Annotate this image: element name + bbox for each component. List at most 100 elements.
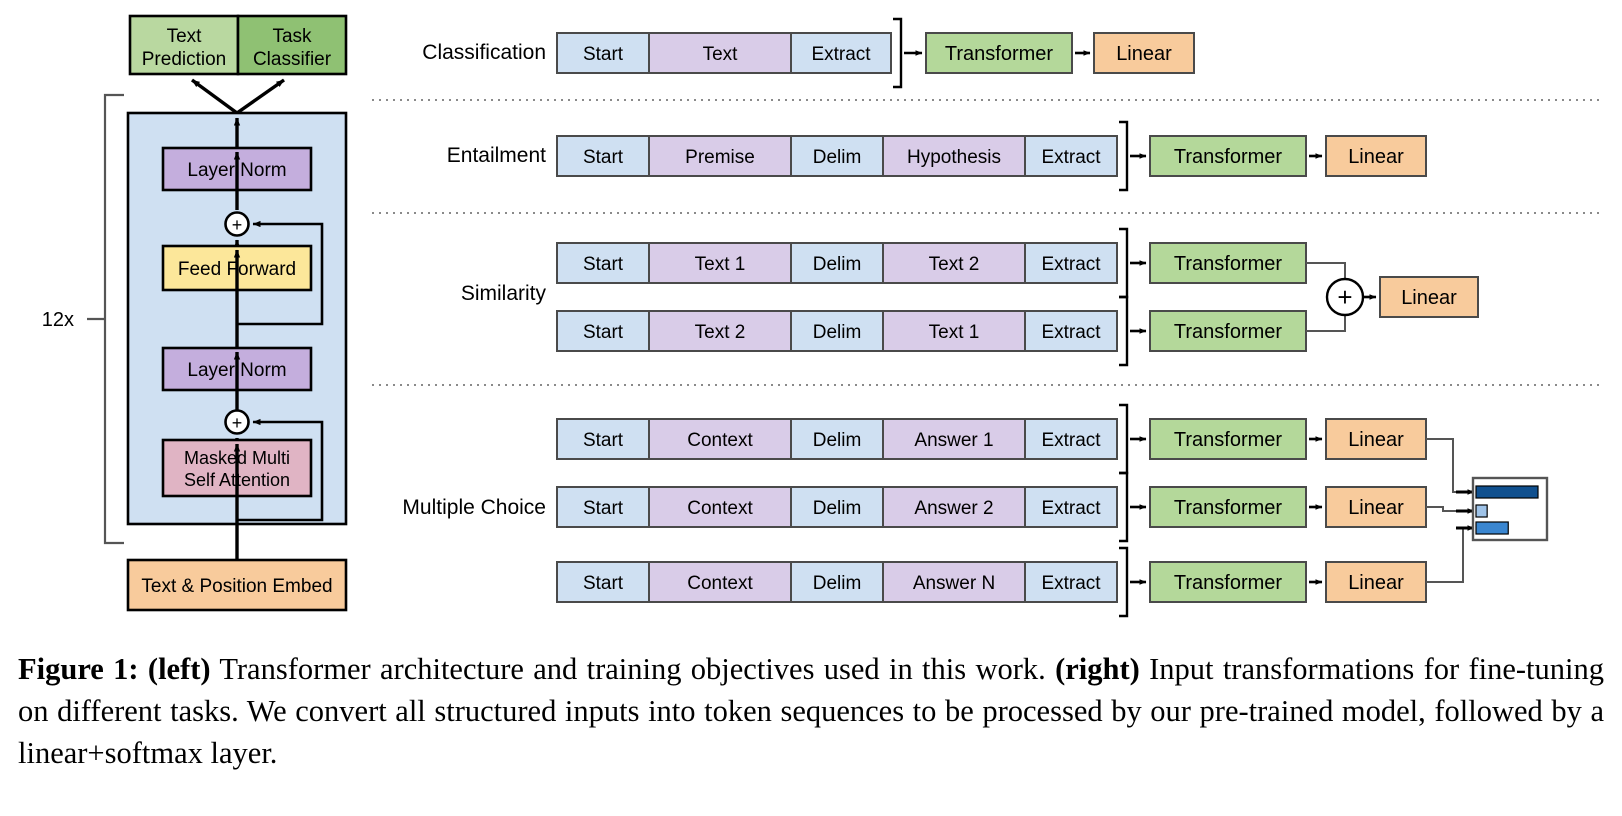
embed-label: Text & Position Embed: [141, 576, 332, 597]
token-label-text-1: Text 1: [695, 254, 746, 275]
token-extract: [1024, 135, 1118, 177]
token-start: [556, 135, 650, 177]
transformer-box: [1149, 310, 1307, 352]
token-label-answer-1: Answer 1: [914, 430, 993, 451]
token-text-1: [648, 242, 792, 284]
arrow-to-task-classifier: [236, 78, 285, 115]
token-start: [556, 32, 650, 74]
section-title-entailment: Entailment: [447, 144, 546, 167]
similarity-add-node: [1325, 277, 1365, 317]
repeat-count-label: 12x: [42, 309, 74, 331]
token-context: [648, 418, 792, 460]
transformer-box: [1149, 418, 1307, 460]
arrow-to-text-prediction: [190, 78, 239, 115]
output-head-task-classifier: Task Classifier: [236, 14, 348, 76]
token-label-context: Context: [687, 430, 753, 451]
token-text-2: [882, 242, 1026, 284]
token-label-start: Start: [583, 44, 624, 65]
token-label-delim: Delim: [813, 147, 862, 168]
caption-figure-number: Figure 1:: [18, 652, 139, 686]
caption-part-1: Transformer architecture and training ob…: [210, 652, 1056, 686]
token-label-text-2: Text 2: [695, 322, 746, 343]
figure-caption: Figure 1: (left) Transformer architectur…: [18, 648, 1604, 774]
similarity-linear-label: Linear: [1401, 287, 1457, 309]
token-label-start: Start: [583, 498, 624, 519]
softmax-input-path-3: [1426, 527, 1464, 583]
token-extract: [1024, 310, 1118, 352]
token-delim: [790, 135, 884, 177]
softmax-input-path-2: [1426, 506, 1457, 512]
section-title-similarity: Similarity: [461, 282, 547, 305]
token-extract: [1024, 242, 1118, 284]
token-sequence-multiple-choice-0: Start Context Delim Answer 1 Extract: [556, 418, 1118, 460]
softmax-bar-3: [1475, 521, 1509, 535]
transformer-label: Transformer: [1174, 321, 1283, 343]
token-label-text: Text: [703, 44, 739, 65]
token-label-context: Context: [687, 573, 753, 594]
similarity-add-symbol: +: [1337, 282, 1352, 312]
sequence-bracket: [1119, 546, 1129, 618]
token-start: [556, 418, 650, 460]
token-label-delim: Delim: [813, 430, 862, 451]
similarity-merge-path-top: [1306, 262, 1346, 279]
residual-add-bottom: +: [224, 409, 250, 435]
sequence-bracket: [1119, 227, 1129, 299]
token-label-start: Start: [583, 573, 624, 594]
sequence-bracket: [1119, 295, 1129, 367]
task-classifier-label-line1: Task: [272, 26, 312, 47]
section-title-multiple-choice: Multiple Choice: [402, 496, 546, 519]
linear-box: [1093, 32, 1195, 74]
transformer-box: [1149, 135, 1307, 177]
linear-label: Linear: [1348, 497, 1404, 519]
similarity-merge-path-bottom: [1306, 315, 1346, 332]
token-delim: [790, 310, 884, 352]
token-label-extract: Extract: [1041, 430, 1101, 451]
token-text-1: [882, 310, 1026, 352]
add-symbol-bottom: +: [232, 413, 243, 433]
transformer-label: Transformer: [945, 43, 1054, 65]
linear-box: [1325, 418, 1427, 460]
token-label-start: Start: [583, 430, 624, 451]
linear-label: Linear: [1116, 43, 1172, 65]
task-classifier-label-line2: Classifier: [253, 49, 332, 70]
caption-right-tag: (right): [1055, 652, 1140, 686]
linear-label: Linear: [1348, 146, 1404, 168]
token-sequence-multiple-choice-1: Start Context Delim Answer 2 Extract: [556, 486, 1118, 528]
text-prediction-label-line2: Prediction: [142, 49, 227, 70]
section-title-classification: Classification: [422, 41, 546, 64]
token-label-start: Start: [583, 254, 624, 275]
token-label-hypothesis: Hypothesis: [907, 147, 1001, 168]
transformer-box: [925, 32, 1073, 74]
transformer-box: [1149, 561, 1307, 603]
output-head-text-prediction: Text Prediction: [128, 14, 240, 76]
token-label-delim: Delim: [813, 498, 862, 519]
token-label-text-2: Text 2: [929, 254, 980, 275]
block-text-position-embed: Text & Position Embed: [126, 558, 348, 612]
token-delim: [790, 486, 884, 528]
token-context: [648, 561, 792, 603]
caption-left-tag: (left): [147, 652, 211, 686]
token-label-answer-2: Answer 2: [914, 498, 993, 519]
token-start: [556, 310, 650, 352]
similarity-linear-box: [1379, 276, 1479, 318]
token-label-extract: Extract: [1041, 147, 1101, 168]
token-label-delim: Delim: [813, 322, 862, 343]
text-prediction-label-line1: Text: [167, 26, 203, 47]
transformer-label: Transformer: [1174, 146, 1283, 168]
token-label-extract: Extract: [1041, 498, 1101, 519]
token-label-context: Context: [687, 498, 753, 519]
left-transformer-diagram: Text Prediction Task Classifier 12x: [42, 14, 348, 612]
linear-label: Linear: [1348, 572, 1404, 594]
sequence-bracket: [1119, 120, 1129, 192]
add-symbol-top: +: [232, 215, 243, 235]
repeat-bracket: [87, 93, 124, 545]
token-label-text-1: Text 1: [929, 322, 980, 343]
linear-box: [1325, 561, 1427, 603]
caption-part-2: Input transformations for fine-tuning on…: [18, 652, 1604, 770]
token-label-extract: Extract: [811, 44, 871, 65]
